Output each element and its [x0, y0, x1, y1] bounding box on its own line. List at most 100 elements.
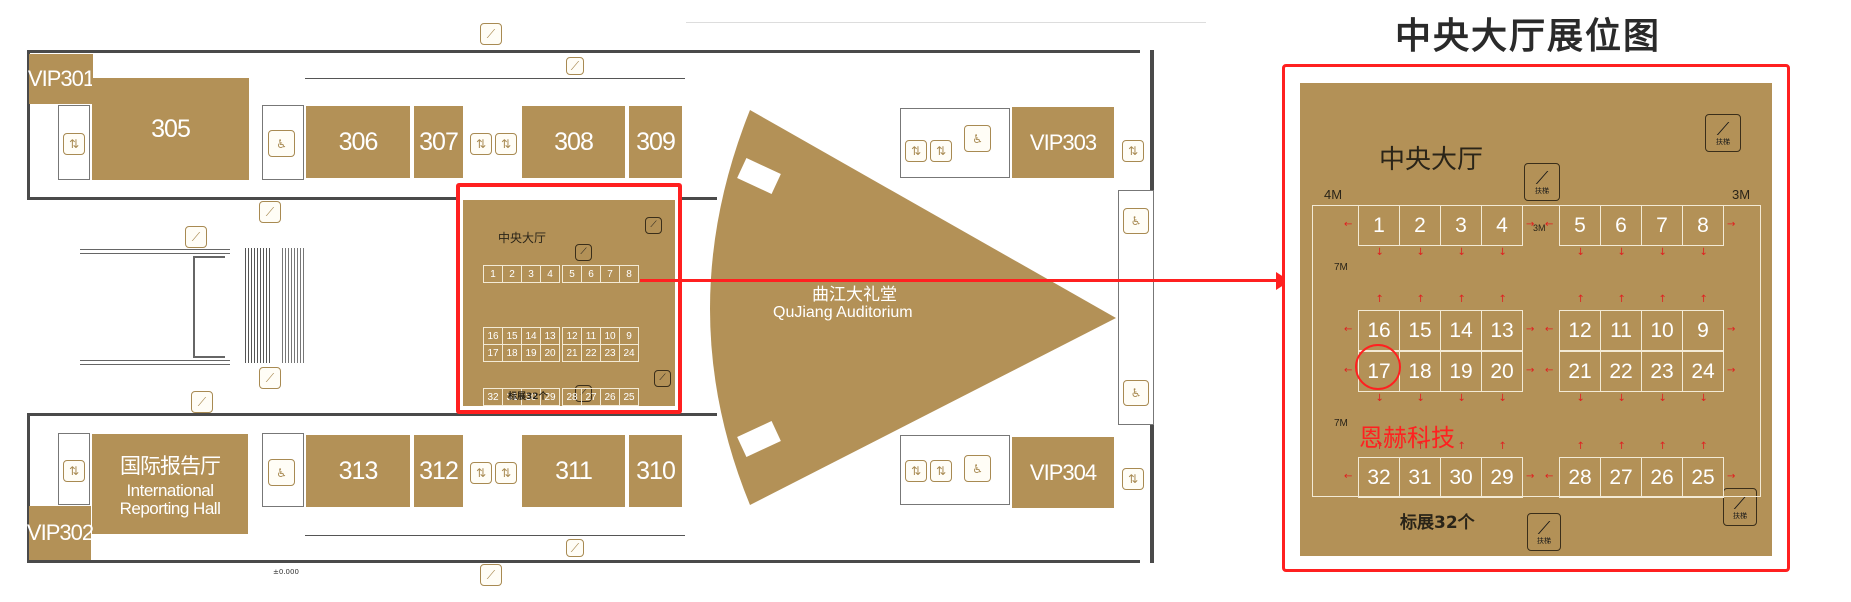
booth-7[interactable]: 7	[600, 265, 620, 283]
booth-18[interactable]: 18	[502, 344, 522, 362]
booth-12[interactable]: 12	[1559, 310, 1601, 351]
booth-19[interactable]: 19	[521, 344, 541, 362]
booth-4[interactable]: 4	[1481, 205, 1523, 246]
booth-23[interactable]: 23	[600, 344, 620, 362]
staircase	[245, 248, 272, 363]
room-international-reporting-hall[interactable]: 国际报告厅 International Reporting Hall	[92, 434, 248, 534]
booth-22[interactable]: 22	[1600, 351, 1642, 392]
exit-arrow-icon: ↓	[1375, 247, 1384, 258]
booth-13[interactable]: 13	[540, 327, 560, 345]
elevator-icon: ⇅	[1122, 468, 1144, 490]
booth-27[interactable]: 27	[581, 388, 601, 406]
booth-8[interactable]: 8	[1682, 205, 1724, 246]
exit-arrow-icon: ↑	[1658, 441, 1667, 452]
booth-27[interactable]: 27	[1600, 457, 1642, 498]
booth-25[interactable]: 25	[1682, 457, 1724, 498]
booth-23[interactable]: 23	[1641, 351, 1683, 392]
booth-26[interactable]: 26	[1641, 457, 1683, 498]
exit-arrow-icon: ↓	[1498, 247, 1507, 258]
wall	[680, 560, 1140, 563]
booth-10[interactable]: 10	[600, 327, 620, 345]
booth-28[interactable]: 28	[1559, 457, 1601, 498]
room-312[interactable]: 312	[414, 435, 463, 507]
booth-4[interactable]: 4	[540, 265, 560, 283]
exit-arrow-icon: ←	[1344, 219, 1353, 230]
booth-29[interactable]: 29	[1481, 457, 1523, 498]
dim-middle-gap: 3M	[1533, 223, 1546, 233]
room-313[interactable]: 313	[306, 435, 410, 507]
hall-title: 中央大厅	[1379, 145, 1484, 175]
booth-24[interactable]: 24	[1682, 351, 1724, 392]
booth-6[interactable]: 6	[581, 265, 601, 283]
booth-32[interactable]: 32	[1358, 457, 1400, 498]
escalator-icon[interactable]: ⟋扶梯	[1527, 513, 1561, 551]
booth-9[interactable]: 9	[619, 327, 639, 345]
booth-21[interactable]: 21	[1559, 351, 1601, 392]
exit-arrow-icon: ↓	[1617, 247, 1626, 258]
booth-2[interactable]: 2	[1399, 205, 1441, 246]
exit-arrow-icon: ↑	[1457, 441, 1466, 452]
booth-9[interactable]: 9	[1682, 310, 1724, 351]
booth-29[interactable]: 29	[540, 388, 560, 406]
booth-25[interactable]: 25	[619, 388, 639, 406]
booth-15[interactable]: 15	[502, 327, 522, 345]
room-311[interactable]: 311	[522, 435, 625, 507]
booth-30[interactable]: 30	[1440, 457, 1482, 498]
elevator-icon: ⇅	[495, 133, 517, 155]
booth-24[interactable]: 24	[619, 344, 639, 362]
booth-17[interactable]: 17	[483, 344, 503, 362]
booth-20[interactable]: 20	[540, 344, 560, 362]
escalator-icon[interactable]: ⟋扶梯	[1524, 163, 1560, 201]
booth-19[interactable]: 19	[1440, 351, 1482, 392]
booth-26[interactable]: 26	[600, 388, 620, 406]
booth-6[interactable]: 6	[1600, 205, 1642, 246]
booth-14[interactable]: 14	[521, 327, 541, 345]
booth-32[interactable]: 32	[483, 388, 503, 406]
booth-2[interactable]: 2	[502, 265, 522, 283]
exit-arrow-icon: ↑	[1699, 294, 1708, 305]
booth-20[interactable]: 20	[1481, 351, 1523, 392]
room-306[interactable]: 306	[306, 106, 410, 178]
booth-5[interactable]: 5	[1559, 205, 1601, 246]
escalator-icon[interactable]: ⟋扶梯	[1723, 488, 1757, 526]
room-308[interactable]: 308	[522, 106, 625, 178]
room-310[interactable]: 310	[629, 435, 682, 507]
auditorium-shape[interactable]	[700, 110, 1130, 505]
booth-21[interactable]: 21	[562, 344, 582, 362]
booth-11[interactable]: 11	[1600, 310, 1642, 351]
room-vip302[interactable]: VIP302	[27, 506, 94, 560]
booth-15[interactable]: 15	[1399, 310, 1441, 351]
booth-3[interactable]: 3	[1440, 205, 1482, 246]
booth-1[interactable]: 1	[1358, 205, 1400, 246]
divider	[686, 22, 1206, 23]
room-309[interactable]: 309	[629, 106, 682, 178]
booth-28[interactable]: 28	[562, 388, 582, 406]
room-307[interactable]: 307	[414, 106, 463, 178]
booth-16[interactable]: 16	[483, 327, 503, 345]
room-label: 310	[636, 456, 676, 485]
booth-10[interactable]: 10	[1641, 310, 1683, 351]
exit-arrow-icon: ↑	[1457, 294, 1466, 305]
booth-5[interactable]: 5	[562, 265, 582, 283]
booth-11[interactable]: 11	[581, 327, 601, 345]
booth-22[interactable]: 22	[581, 344, 601, 362]
elevator-icon: ⇅	[495, 462, 517, 484]
booth-8[interactable]: 8	[619, 265, 639, 283]
elevator-icon: ⇅	[470, 462, 492, 484]
room-vip303[interactable]: VIP303	[1012, 107, 1114, 178]
booth-7[interactable]: 7	[1641, 205, 1683, 246]
escalator-icon[interactable]: ⟋扶梯	[1705, 114, 1741, 152]
booth-31[interactable]: 31	[1399, 457, 1441, 498]
booth-1[interactable]: 1	[483, 265, 503, 283]
booth-14[interactable]: 14	[1440, 310, 1482, 351]
booth-13[interactable]: 13	[1481, 310, 1523, 351]
booth-12[interactable]: 12	[562, 327, 582, 345]
booth-3[interactable]: 3	[521, 265, 541, 283]
booth-18[interactable]: 18	[1399, 351, 1441, 392]
exit-arrow-icon: ↓	[1576, 247, 1585, 258]
room-vip304[interactable]: VIP304	[1012, 437, 1114, 508]
auditorium-name-cn: 曲江大礼堂	[812, 285, 897, 305]
room-305[interactable]: 305	[92, 78, 249, 180]
room-vip301[interactable]: VIP301	[28, 54, 95, 104]
